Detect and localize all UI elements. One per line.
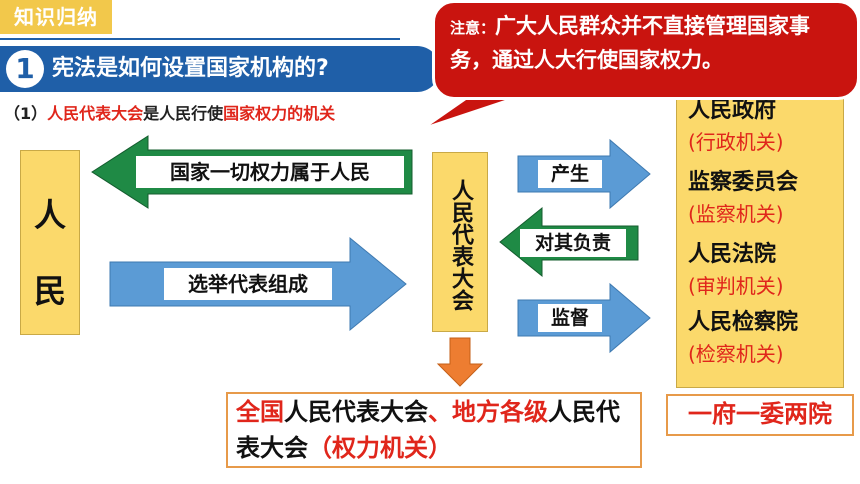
label-responsible: 对其负责 <box>520 229 626 257</box>
note-label: 注意： <box>450 19 496 37</box>
subline-prefix: （1） <box>4 104 48 123</box>
npc-box <box>432 152 488 332</box>
section-bar <box>0 46 440 92</box>
divider <box>0 38 400 40</box>
organ-procuratorate: 人民检察院 <box>688 310 799 335</box>
one-government-box <box>666 394 854 436</box>
organ-government: 人民政府 <box>688 98 777 123</box>
section-tag: 知识归纳 <box>0 0 112 34</box>
organ-supervision-type: (监察机关) <box>688 202 784 226</box>
bottom-npc: 人民代表大会 <box>284 398 428 426</box>
subline-highlight-npc: 人民代表大会 <box>47 104 144 123</box>
subline: （1）人民代表大会是人民行使国家权力的机关 <box>4 100 335 124</box>
people-box <box>20 150 80 335</box>
bottom-national: 全国 <box>236 398 284 426</box>
note-pointer <box>423 95 521 129</box>
subline-highlight-power: 国家权力的机关 <box>223 104 336 123</box>
note-body: 广大人民群众并不直接管理国家事务，通过人大行使国家权力。 <box>450 14 811 72</box>
label-elect-representatives: 选举代表组成 <box>164 268 332 300</box>
organ-supervision: 监察委员会 <box>688 170 799 195</box>
label-produce: 产生 <box>538 160 602 188</box>
arrow-down-to-levels <box>436 337 484 387</box>
note-text: 注意：广大人民群众并不直接管理国家事务，通过人大行使国家权力。 <box>450 10 850 76</box>
bottom-power-organs: （权力机关） <box>308 434 452 462</box>
npc-label: 人民代表大会 <box>448 179 473 311</box>
power-organs-box <box>226 392 642 468</box>
section-title: 宪法是如何设置国家机构的? <box>52 56 329 81</box>
organ-government-type: (行政机关) <box>688 130 784 154</box>
section-number-badge: 1 <box>6 50 44 88</box>
organ-court-type: (审判机关) <box>688 274 784 298</box>
bottom-local-levels: 、地方各级 <box>428 398 548 426</box>
power-organs-text: 全国人民代表大会、地方各级人民代表大会（权力机关） <box>236 394 636 466</box>
label-supervise: 监督 <box>538 304 602 332</box>
subline-middle: 是人民行使 <box>143 104 224 123</box>
people-char-1: 人 <box>33 196 66 234</box>
one-government-text: 一府一委两院 <box>688 400 832 428</box>
state-organs-box <box>676 80 844 388</box>
label-power-to-people: 国家一切权力属于人民 <box>136 156 404 188</box>
note-callout <box>432 0 860 100</box>
people-char-2: 民 <box>33 272 66 310</box>
bottom-local-congress: 人民代表大会 <box>236 398 620 462</box>
organ-court: 人民法院 <box>688 242 777 267</box>
organ-procuratorate-type: (检察机关) <box>688 342 784 366</box>
